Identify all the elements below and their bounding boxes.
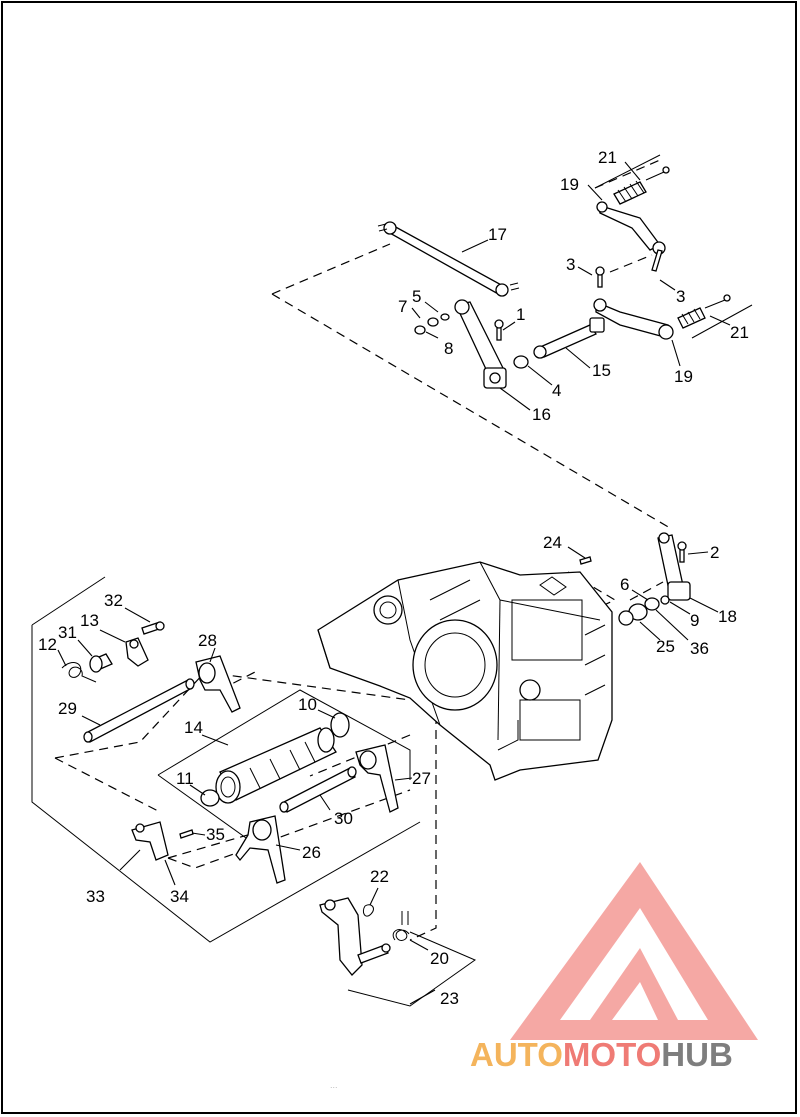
callout-15: 15	[592, 361, 611, 380]
callout-3-left: 3	[566, 255, 575, 274]
callout-6: 6	[620, 575, 629, 594]
callout-4: 4	[552, 381, 561, 400]
detent-parts-left	[61, 621, 165, 683]
callout-19-top: 19	[560, 175, 579, 194]
callout-7: 7	[398, 297, 407, 316]
shift-shaft	[513, 317, 605, 369]
shifter-shaft-assembly	[319, 897, 410, 976]
callout-18: 18	[718, 607, 737, 626]
callout-20: 20	[430, 949, 449, 968]
fork-rod-upper	[83, 678, 195, 743]
callout-5: 5	[412, 287, 421, 306]
shift-drum	[200, 712, 350, 807]
callout-11: 11	[176, 769, 194, 788]
callout-33: 33	[86, 887, 105, 906]
upper-shift-lever	[596, 166, 670, 255]
watermark-text: AUTOMOTOHUB	[470, 1036, 733, 1074]
callout-22: 22	[370, 867, 389, 886]
callout-21-bottom: 21	[730, 323, 749, 342]
callout-16: 16	[532, 405, 551, 424]
shift-fork-27	[355, 744, 399, 813]
callout-35: 35	[206, 825, 225, 844]
footnote-text: ...	[330, 1080, 338, 1090]
shift-lever-assembly	[414, 299, 507, 389]
callout-19-bottom: 19	[674, 367, 693, 386]
callout-1: 1	[516, 305, 525, 324]
watermark-part-hub: HUB	[661, 1036, 733, 1073]
callout-23: 23	[440, 989, 459, 1008]
watermark-logo	[510, 862, 758, 1040]
shift-arm-lever	[579, 532, 691, 626]
callout-8: 8	[444, 339, 453, 358]
shift-pawl-33	[131, 821, 194, 861]
callout-25: 25	[656, 637, 675, 656]
transmission-housing	[317, 561, 613, 781]
shift-fork-28	[195, 655, 241, 713]
shift-rod	[377, 221, 520, 297]
shift-fork-26	[235, 815, 286, 884]
fork-rod-lower	[279, 766, 357, 813]
callout-17: 17	[488, 225, 507, 244]
callout-13: 13	[80, 611, 99, 630]
reference-lines	[54, 159, 671, 941]
callout-32: 32	[104, 591, 123, 610]
callout-34: 34	[170, 887, 189, 906]
callout-labels: 21 19 17 5 7 1 3 3 8 15 4 21 19 16 24 2 …	[38, 148, 749, 1008]
callout-26: 26	[302, 843, 321, 862]
callout-10: 10	[298, 695, 317, 714]
callout-21-top: 21	[598, 148, 617, 167]
callout-36: 36	[690, 639, 709, 658]
callout-30: 30	[334, 809, 353, 828]
callout-3-right: 3	[676, 287, 685, 306]
callout-29: 29	[58, 699, 77, 718]
watermark-part-moto: MOTO	[562, 1036, 662, 1073]
callout-27: 27	[412, 769, 431, 788]
callout-9: 9	[690, 611, 699, 630]
watermark-part-auto: AUTO	[470, 1036, 563, 1073]
lower-shift-lever	[593, 249, 731, 340]
callout-2: 2	[710, 543, 719, 562]
callout-14: 14	[184, 718, 203, 737]
leader-lines	[57, 161, 731, 1005]
callout-31: 31	[58, 623, 77, 642]
callout-24: 24	[543, 533, 562, 552]
callout-28: 28	[198, 631, 217, 650]
group-brackets	[31, 154, 753, 1007]
callout-12: 12	[38, 635, 57, 654]
